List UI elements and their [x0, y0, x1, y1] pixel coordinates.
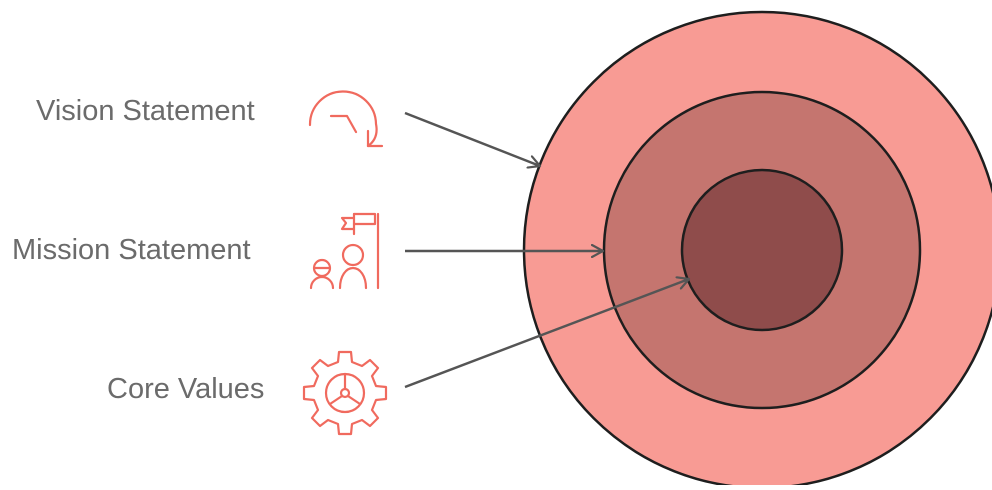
inner-core-values	[680, 168, 844, 332]
core-values-arrow	[404, 279, 689, 389]
team-flag-icon	[309, 212, 380, 290]
vision-statement-label: Vision Statement	[36, 95, 255, 127]
gear-icon	[302, 350, 388, 436]
mission-statement-label: Mission Statement	[12, 234, 251, 266]
core-values-label: Core Values	[107, 373, 265, 405]
circular-arrow-icon	[308, 90, 384, 148]
vision-arrow	[404, 111, 540, 166]
